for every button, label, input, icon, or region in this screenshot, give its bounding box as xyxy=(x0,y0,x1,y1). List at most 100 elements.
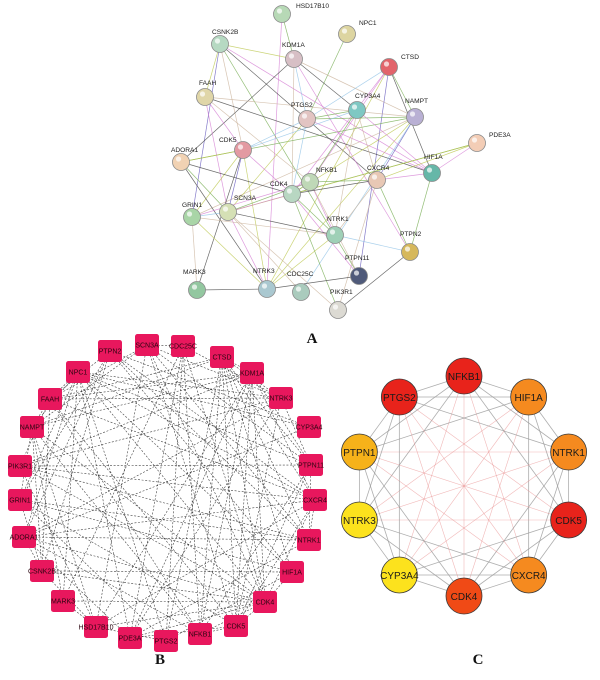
panel-a-node-scn3a: SCN3A xyxy=(219,195,257,221)
panel-b-node-box xyxy=(8,455,32,477)
panel-b-node-label: NPC1 xyxy=(69,370,88,377)
panel-b-edge xyxy=(19,397,282,467)
panel-a-edge xyxy=(191,43,221,218)
panel-a-nodes: HSD17B10NPC1CSNK2BKDM1ACTSDFAAHNAMPTPTGS… xyxy=(171,3,511,319)
panel-b-edge xyxy=(129,625,237,639)
panel-b-edge xyxy=(31,426,266,603)
panel-c-edge xyxy=(359,396,400,521)
panel-a-node-cdc25c: CDC25C xyxy=(287,271,314,301)
panel-b-edge xyxy=(235,499,316,627)
panel-b-edge xyxy=(95,601,266,628)
panel-c-hub-network: NFKB1HIF1ANTRK1CDK5CXCR4CDK4CYP3A4NTRK3P… xyxy=(340,357,588,615)
panel-c-node-circle xyxy=(445,577,483,615)
panel-a-edge xyxy=(242,149,268,290)
panel-a-edge xyxy=(306,118,433,174)
panel-b-edge xyxy=(23,397,282,538)
panel-c-node-label: PTPN1 xyxy=(343,448,376,459)
panel-a-edge xyxy=(266,116,416,290)
panel-a-edge xyxy=(266,13,283,290)
panel-a-node-highlight xyxy=(295,286,302,292)
panel-a-edge xyxy=(191,116,416,218)
panel-b-edge xyxy=(221,356,310,541)
panel-a-node-highlight xyxy=(175,156,182,162)
panel-c-edge xyxy=(399,519,569,576)
panel-a-node-csnk2b: CSNK2B xyxy=(211,29,239,53)
panel-b-edge xyxy=(19,499,167,642)
panel-b-node-box xyxy=(66,361,90,383)
panel-a-edge xyxy=(227,211,268,290)
panel-b-node-cdk4: CDK4 xyxy=(253,591,277,613)
panel-b-edge xyxy=(77,371,312,466)
panel-c-node-cdk5: CDK5 xyxy=(550,501,588,539)
panel-a-node-kdm1a: KDM1A xyxy=(282,42,305,68)
panel-b-node-csnk2b: CSNK2B xyxy=(28,560,56,582)
panel-c-node-label: NTRK3 xyxy=(343,516,376,527)
panel-b-edge xyxy=(95,372,253,628)
panel-b-node-label: NTRK3 xyxy=(270,396,293,403)
panel-b-edge xyxy=(62,371,79,602)
panel-b-node-box xyxy=(20,416,44,438)
panel-b-node-label: NTRK1 xyxy=(298,538,321,545)
panel-b-edge xyxy=(41,570,266,603)
panel-a-edge xyxy=(180,58,295,163)
panel-a-node-bubble xyxy=(258,280,276,298)
panel-c-node-ntrk1: NTRK1 xyxy=(550,433,588,471)
panel-a-node-label: ADORA1 xyxy=(171,147,198,154)
panel-b-node-pde3a: PDE3A xyxy=(118,627,142,649)
panel-b-node-box xyxy=(38,388,62,410)
panel-b-edge xyxy=(77,371,266,603)
panel-a-edge xyxy=(204,96,311,183)
panel-a-edge xyxy=(334,234,411,253)
panel-a-edge xyxy=(191,216,268,290)
panel-c-node-circle xyxy=(550,433,588,471)
panel-b-node-box xyxy=(253,591,277,613)
panel-b-node-cdk5: CDK5 xyxy=(224,615,248,637)
panel-a-node-label: CDK5 xyxy=(219,137,237,144)
panel-b-node-ctsd: CTSD xyxy=(210,346,234,368)
panel-b-node-label: PTPN11 xyxy=(298,463,324,470)
panel-label-a: A xyxy=(307,331,318,347)
panel-a-edge xyxy=(334,109,358,236)
panel-b-edge xyxy=(23,536,43,572)
panel-c-nodes: NFKB1HIF1ANTRK1CDK5CXCR4CDK4CYP3A4NTRK3P… xyxy=(340,357,588,615)
panel-a-node-nfkb1: NFKB1 xyxy=(301,167,338,191)
panel-a-edge xyxy=(306,66,390,120)
panel-a-node-highlight xyxy=(191,284,198,290)
panel-b-node-label: NAMPT xyxy=(20,425,45,432)
panel-a-edge xyxy=(204,96,244,151)
panel-b-node-label: KDM1A xyxy=(240,371,264,378)
panel-a-node-highlight xyxy=(426,167,433,173)
panel-b-node-box xyxy=(224,615,248,637)
panel-a-edge xyxy=(191,216,336,236)
panel-b-edge xyxy=(221,356,316,501)
panel-a-node-highlight xyxy=(353,270,360,276)
panel-a-node-bubble xyxy=(183,208,201,226)
panel-b-edge xyxy=(23,371,79,538)
panel-b-edge xyxy=(95,499,316,628)
panel-a-edge xyxy=(242,118,308,151)
panel-c-edge xyxy=(359,375,465,521)
panel-c-edge xyxy=(463,375,569,521)
panel-b-edge xyxy=(199,356,223,635)
panel-b-edge xyxy=(109,350,293,573)
panel-b-node-pik3r1: PIK3R1 xyxy=(8,455,32,477)
panel-c-node-circle xyxy=(445,357,483,395)
panel-b-node-box xyxy=(297,529,321,551)
panel-a-node-label: PTPN11 xyxy=(345,255,370,262)
panel-b-edge xyxy=(165,571,293,642)
panel-a-node-bubble xyxy=(468,134,486,152)
panel-a-edge xyxy=(334,179,378,236)
panel-b-edge xyxy=(199,464,312,635)
panel-a-edge xyxy=(291,193,360,277)
panel-a-node-bubble xyxy=(406,108,424,126)
panel-b-edge xyxy=(221,356,266,603)
panel-b-node-box xyxy=(297,416,321,438)
panel-a-node-pik3r1: PIK3R1 xyxy=(329,289,353,319)
panel-a-node-label: KDM1A xyxy=(282,42,305,49)
panel-c-edge xyxy=(399,396,569,521)
panel-a-node-faah: FAAH xyxy=(196,80,216,106)
panel-a-node-bubble xyxy=(211,35,229,53)
panel-b-node-box xyxy=(171,335,195,357)
panel-a-node-highlight xyxy=(199,91,206,97)
panel-a-node-bubble xyxy=(338,25,356,43)
